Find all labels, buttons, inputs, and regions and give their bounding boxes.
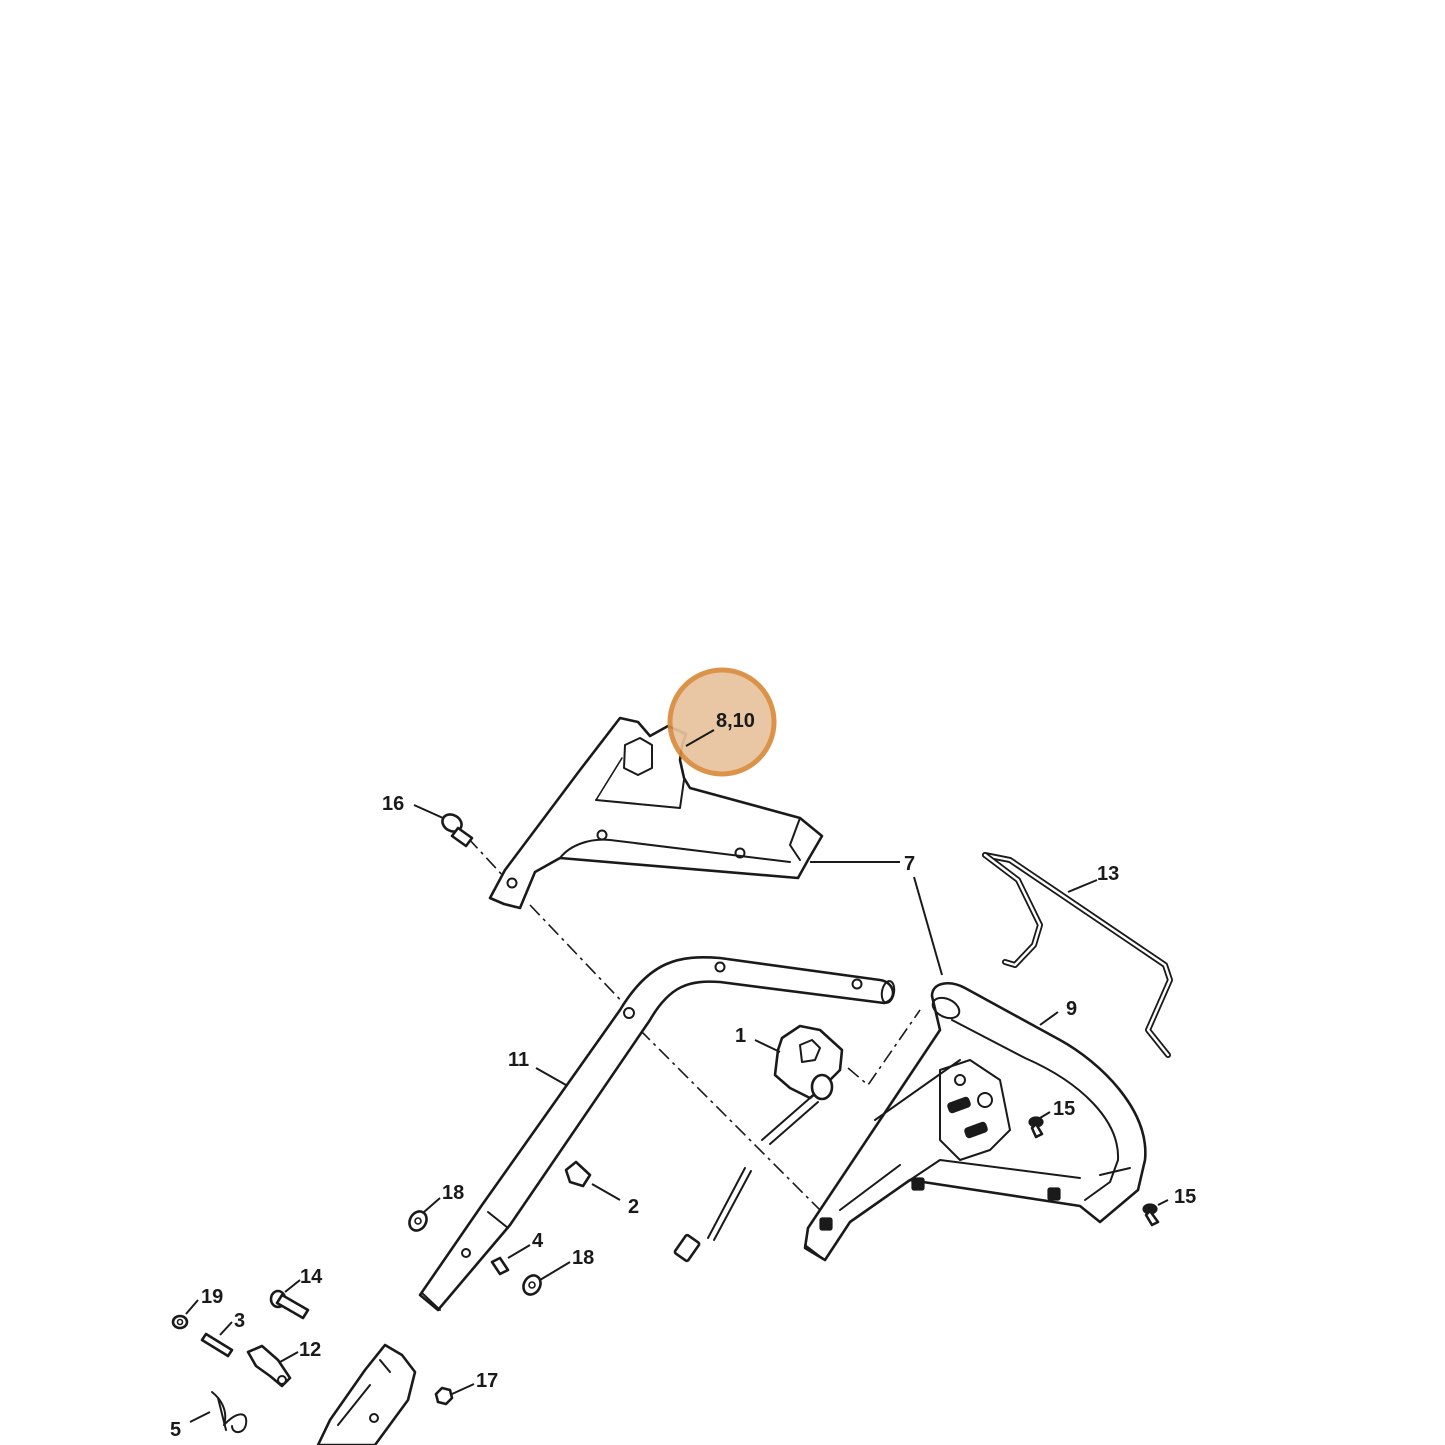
callout-5: 5 (170, 1419, 181, 1441)
callout-16: 16 (382, 793, 404, 815)
part-3-pin[interactable] (200, 1332, 234, 1358)
callout-1: 1 (735, 1025, 746, 1047)
callout-labels: 16 7 13 9 1 11 15 15 18 2 4 18 14 19 3 1… (170, 793, 1196, 1441)
part-13-wire-bail[interactable] (982, 852, 1173, 1058)
callout-19: 19 (201, 1286, 223, 1308)
callout-13: 13 (1097, 863, 1119, 885)
part-7-handle-cover[interactable] (488, 716, 824, 910)
callout-4: 4 (532, 1230, 544, 1252)
callout-14: 14 (300, 1266, 323, 1288)
callout-7: 7 (904, 853, 915, 875)
callout-2: 2 (628, 1196, 639, 1218)
leader-8-10 (685, 729, 715, 747)
part-15-screw-a[interactable] (1028, 1116, 1044, 1139)
callout-9: 9 (1066, 998, 1077, 1020)
callout-leaders (185, 804, 1169, 1423)
part-1-switch-box[interactable] (673, 1024, 844, 1263)
highlight-marker[interactable]: 8,10 (667, 667, 777, 777)
callout-18-b: 18 (572, 1247, 594, 1269)
part-5-spring[interactable] (211, 1391, 248, 1434)
callout-18-a: 18 (442, 1182, 464, 1204)
callout-3: 3 (234, 1310, 245, 1332)
lower-bracket[interactable] (316, 1343, 417, 1445)
callout-15-a: 15 (1053, 1098, 1075, 1120)
callout-12: 12 (299, 1339, 321, 1361)
part-9-handle-frame[interactable] (803, 982, 1147, 1262)
part-14-bolt[interactable] (269, 1289, 310, 1320)
part-2-clip[interactable] (564, 1160, 592, 1188)
part-11-handle-tube[interactable] (418, 956, 896, 1312)
part-18-washer-b[interactable] (520, 1272, 544, 1297)
part-15-screw-b[interactable] (1142, 1203, 1160, 1227)
part-18-washer-a[interactable] (406, 1208, 430, 1233)
callout-8-10: 8,10 (716, 710, 755, 732)
callout-17: 17 (476, 1370, 498, 1392)
highlight-circle[interactable] (667, 667, 777, 777)
callout-15-b: 15 (1174, 1186, 1196, 1208)
part-4-pin[interactable] (490, 1256, 510, 1276)
part-17-nut[interactable] (434, 1386, 454, 1406)
part-12-lever[interactable] (246, 1344, 292, 1388)
assembly-center-lines (467, 837, 921, 1216)
part-16-bolt[interactable] (439, 811, 474, 848)
part-19-nut[interactable] (171, 1314, 189, 1330)
callout-11: 11 (508, 1049, 529, 1071)
